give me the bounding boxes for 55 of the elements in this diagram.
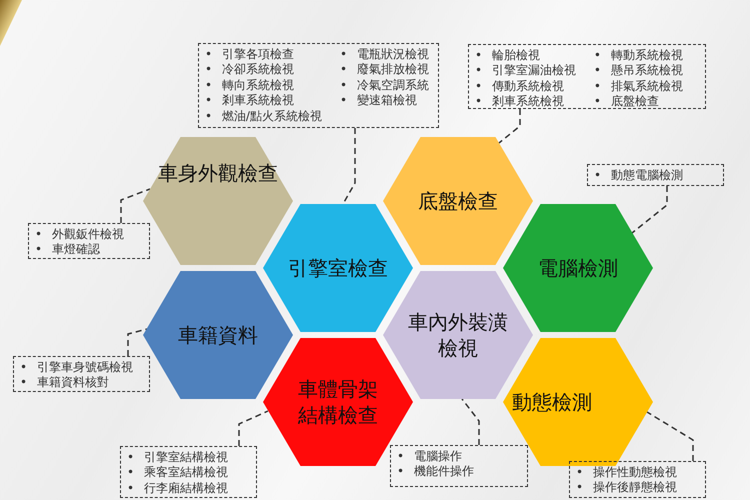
leader-line	[632, 186, 668, 234]
leader-line	[120, 188, 150, 223]
callout-box	[120, 446, 257, 498]
list-item: • 排氣系統檢視	[594, 78, 683, 94]
callout-box	[468, 44, 706, 109]
hexagon-label: 車身外觀檢查	[158, 160, 278, 186]
list-item: • 操作性動態檢視	[576, 465, 677, 480]
list-item: • 剎車系統檢視	[475, 94, 565, 110]
hexagon-label: 車體骨架結構檢查	[297, 376, 379, 428]
list-item: • 動態電腦檢測	[594, 168, 683, 184]
callout-box	[13, 356, 150, 392]
list-item: • 操作後靜態檢視	[576, 480, 677, 496]
hexagon	[263, 338, 413, 466]
leader-line	[461, 398, 480, 445]
callout-box	[198, 43, 439, 128]
list-item: • 引擎各項檢查	[205, 47, 295, 62]
leader-line	[498, 109, 521, 144]
list-item: • 冷氣空調系統	[340, 78, 429, 94]
hexagon-label: 電腦檢測	[538, 255, 618, 281]
list-item: • 轉向系統檢視	[205, 78, 295, 94]
list-item: • 電腦操作	[397, 449, 463, 464]
hexagon-label: 車籍資料	[178, 322, 258, 348]
hexagon	[503, 338, 653, 466]
hexagon-label: 動態檢測	[512, 389, 592, 415]
list-item: • 引擎室結構檢視	[127, 450, 228, 466]
list-item: • 廢氣排放檢視	[340, 62, 429, 78]
hexagon-label: 引擎室檢查	[288, 255, 388, 281]
list-item: • 傳動系統檢視	[475, 78, 565, 94]
list-item: • 車籍資料核對	[20, 375, 110, 391]
list-item: • 轉動系統檢視	[594, 48, 683, 64]
list-item: • 剎車系統檢視	[205, 93, 295, 109]
hexagon-label: 底盤檢查	[418, 188, 498, 214]
leader-line	[646, 411, 694, 461]
list-item: • 乘客室結構檢視	[127, 465, 228, 481]
list-item: • 變速箱檢視	[340, 93, 418, 109]
list-item: • 懸吊系統檢視	[594, 63, 683, 79]
callout-box	[587, 164, 724, 186]
list-item: • 外觀鈑件檢視	[35, 227, 124, 242]
list-item: • 冷卻系統檢視	[205, 62, 295, 78]
list-item: • 底盤檢查	[594, 94, 660, 110]
list-item: • 機能件操作	[397, 464, 474, 480]
leader-line	[127, 328, 148, 356]
list-item: • 引擎車身號碼檢視	[20, 360, 133, 376]
callout-box	[28, 223, 150, 259]
callout-box	[569, 461, 706, 498]
hexagon-label: 車內外裝潢檢視	[407, 309, 509, 361]
leader-line	[342, 128, 356, 204]
list-item: • 行李廂結構檢視	[127, 480, 228, 496]
list-item: • 輪胎檢視	[475, 48, 541, 64]
leader-line	[238, 410, 268, 446]
list-item: • 車燈確認	[35, 242, 101, 258]
list-item: • 引擎室漏油檢視	[475, 63, 576, 79]
callout-box	[390, 445, 528, 487]
list-item: • 電瓶狀況檢視	[340, 47, 429, 62]
list-item: • 燃油/點火系統檢視	[205, 108, 322, 124]
